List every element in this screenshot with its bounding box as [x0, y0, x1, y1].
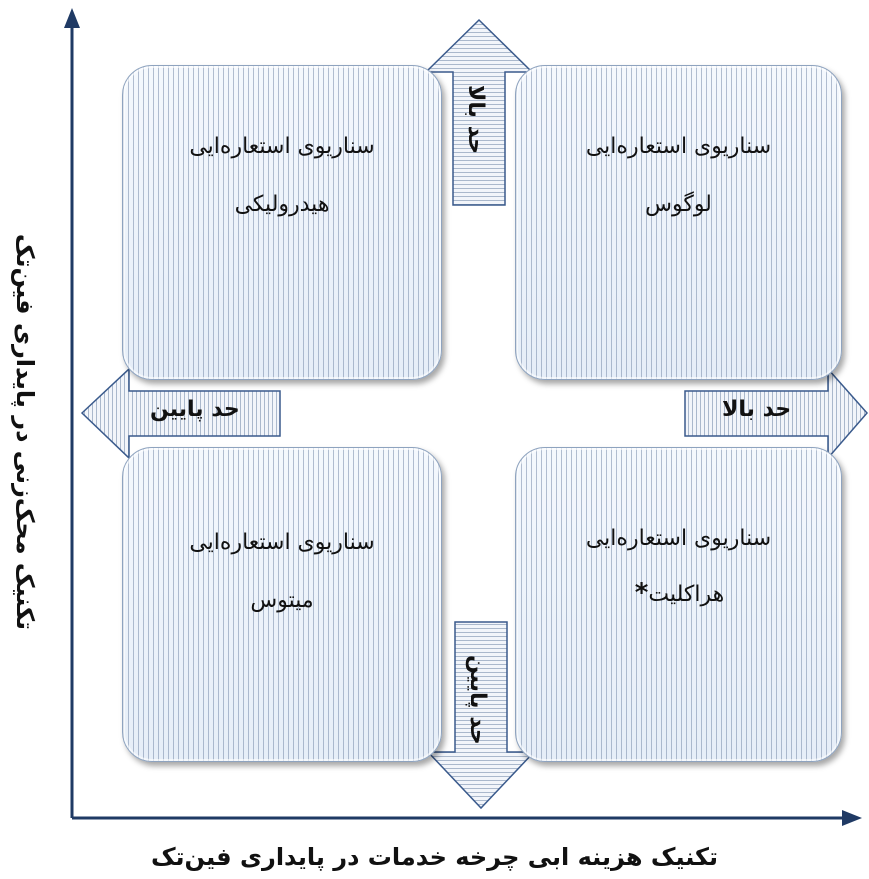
quadrant-bottom-left-line1: سناریوی استعاره‌ایی [189, 530, 375, 555]
quadrant-bottom-right-line2: هراکلیت* [633, 578, 724, 609]
up-arrow-label: حد بالا [463, 85, 488, 155]
right-arrow [684, 367, 868, 461]
quadrant-top-right-line2: لوگوس [645, 192, 712, 218]
quadrant-top-left-line1: سناریوی استعاره‌ایی [189, 134, 375, 159]
quadrant-bottom-left-line2: میتوس [250, 588, 314, 614]
quadrant-bottom-right-line1: سناریوی استعاره‌ایی [585, 526, 772, 551]
down-arrow-label: حد پایین [465, 655, 490, 745]
quadrant-bottom-left: سناریوی استعاره‌ایی میتوس [122, 447, 442, 762]
x-axis-title: تکنیک هزینه ابی چرخه خدمات در پایداری فی… [150, 843, 719, 871]
left-arrow-label: حد پایین [150, 397, 240, 422]
y-axis-arrowhead [64, 8, 80, 28]
quadrant-top-right-line1: سناریوی استعاره‌ایی [585, 134, 772, 159]
left-arrow [80, 367, 281, 460]
down-arrow [426, 621, 536, 810]
quadrant-top-left: سناریوی استعاره‌ایی هیدرولیکی [122, 65, 442, 380]
right-arrow-label: حد بالا [722, 397, 792, 422]
y-axis-title: تکنیک محک‌زنی در پایداری فین‌تک [11, 233, 39, 631]
quadrant-bottom-right: سناریوی استعاره‌ایی هراکلیت* [515, 447, 842, 762]
quadrant-top-right: سناریوی استعاره‌ایی لوگوس [515, 65, 842, 380]
asterisk-marker: * [634, 578, 649, 609]
quadrant-top-left-line2: هیدرولیکی [234, 192, 330, 218]
x-axis-arrowhead [842, 810, 862, 826]
quadrant-bottom-right-name: هراکلیت [648, 582, 725, 608]
